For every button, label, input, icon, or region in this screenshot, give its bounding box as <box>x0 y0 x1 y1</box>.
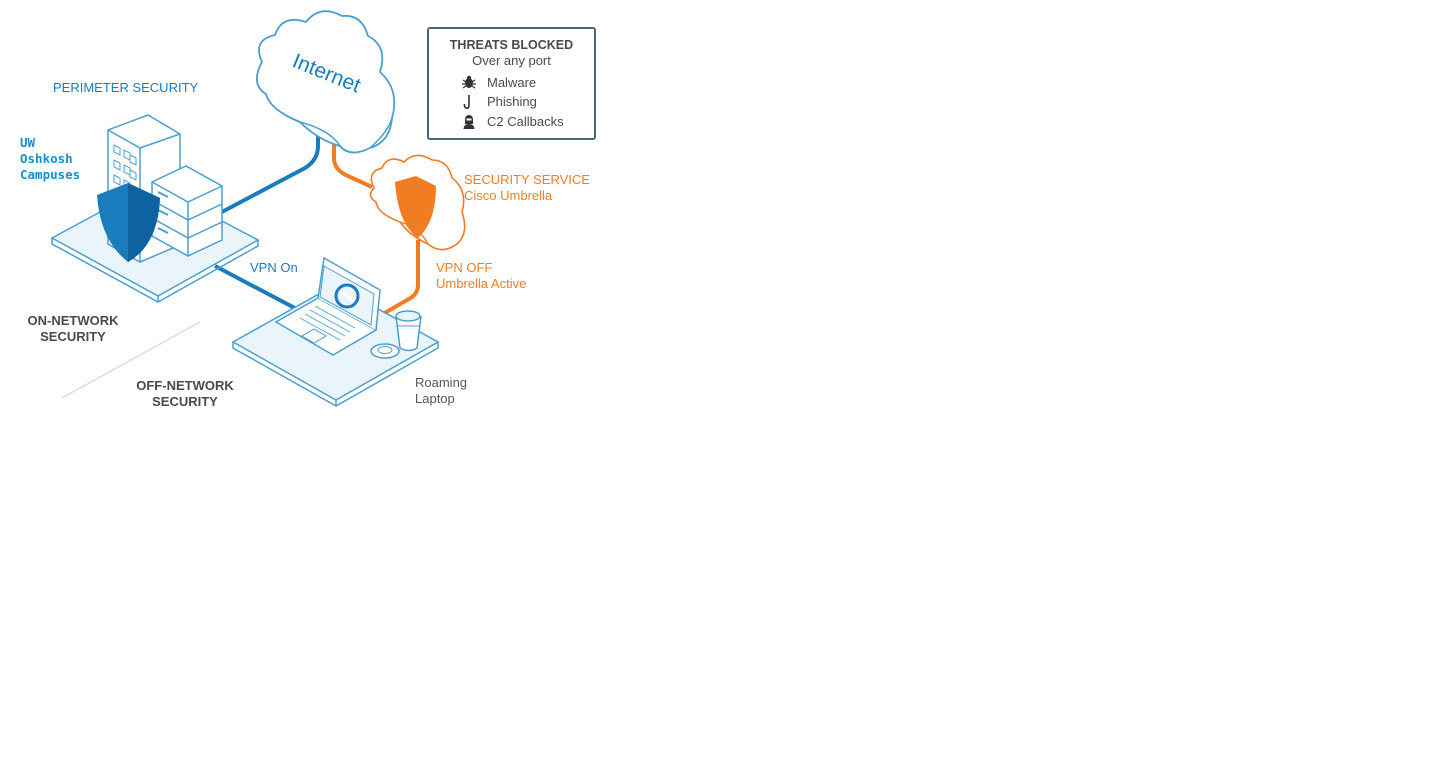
off-network-label-line1: OFF-NETWORK <box>136 378 234 393</box>
roaming-laptop-label-line1: Roaming <box>415 375 468 390</box>
fishhook-icon <box>463 95 470 109</box>
umbrella-cloud <box>369 154 466 251</box>
uw-campus-label-line3: Campuses <box>20 167 81 182</box>
umbrella-shield-icon <box>395 176 436 238</box>
uw-campus-label-line1: UW <box>20 135 36 150</box>
coffee-cup-icon <box>395 310 422 352</box>
threats-blocked-subtitle: Over any port <box>472 53 551 68</box>
security-service-label: SECURITY SERVICE <box>464 172 590 187</box>
vpn-off-label: VPN OFF <box>436 260 493 275</box>
bug-icon <box>462 75 476 89</box>
threats-blocked-title: THREATS BLOCKED <box>449 38 574 52</box>
off-network-label-line2: SECURITY <box>152 394 218 409</box>
perimeter-security-label: PERIMETER SECURITY <box>53 80 199 95</box>
umbrella-active-label: Umbrella Active <box>436 276 527 291</box>
uw-campus-label-line2: Oshkosh <box>20 151 73 166</box>
umbrella-logo-icon <box>334 283 360 309</box>
network-divider-line <box>61 321 201 399</box>
perimeter-internet-link <box>219 118 320 215</box>
threats-blocked-box: THREATS BLOCKED Over any port Malware Ph… <box>427 27 596 140</box>
masked-figure-icon <box>463 115 475 129</box>
roaming-laptop-label-line2: Laptop <box>415 391 455 406</box>
cisco-umbrella-label: Cisco Umbrella <box>464 188 553 203</box>
server-stack <box>151 165 223 257</box>
vpn-on-label: VPN On <box>250 260 298 275</box>
phone-icon <box>370 343 400 359</box>
laptop-icon <box>274 256 381 356</box>
internet-cloud: Internet <box>256 10 396 154</box>
vpn-on-link <box>214 264 309 317</box>
threat-item-phishing: Phishing <box>487 94 537 109</box>
umbrella-laptop-link <box>374 240 420 320</box>
threat-item-c2-callbacks: C2 Callbacks <box>487 114 564 129</box>
on-network-label-line2: SECURITY <box>40 329 106 344</box>
threat-item-malware: Malware <box>487 75 537 90</box>
on-network-label-line1: ON-NETWORK <box>27 313 119 328</box>
internet-umbrella-link <box>332 133 373 189</box>
